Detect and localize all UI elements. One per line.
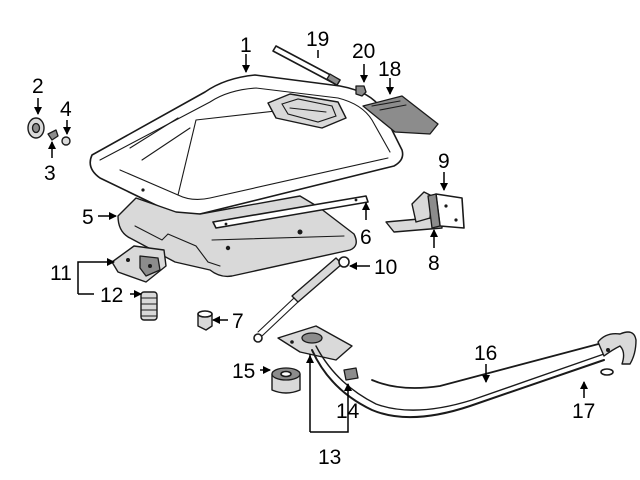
hood-panel: [89, 74, 404, 216]
release-handle: [597, 331, 637, 376]
callout-11: 11: [50, 262, 72, 285]
callout-labels: 1 2 3 4 5 6 7 8 9 10 11 12 13 14 15 16 1…: [32, 28, 595, 469]
hood-latch: [111, 245, 167, 283]
hood-insulator: [117, 195, 357, 278]
stop-bumper: [197, 310, 213, 331]
rubber-block: [271, 367, 301, 394]
callout-14: 14: [336, 400, 360, 423]
hinge: [385, 191, 465, 233]
callout-6: 6: [360, 226, 372, 249]
callout-12: 12: [100, 284, 123, 307]
callout-20: 20: [352, 40, 375, 63]
callout-10: 10: [374, 256, 397, 279]
callout-19: 19: [306, 28, 329, 51]
callout-5: 5: [82, 206, 94, 229]
cable-clip: [343, 367, 359, 381]
screw: [47, 129, 59, 141]
callout-1: 1: [240, 34, 252, 57]
callout-9: 9: [438, 150, 450, 173]
rod: [272, 45, 341, 86]
callout-15: 15: [232, 360, 255, 383]
leader-lines: [34, 50, 588, 433]
callout-7: 7: [232, 310, 244, 333]
spring: [140, 291, 158, 321]
callout-17: 17: [572, 400, 595, 423]
pad: [362, 95, 439, 135]
release-cable: [311, 341, 607, 419]
nut: [61, 136, 71, 146]
callout-3: 3: [44, 162, 56, 185]
latch-assembly: [277, 325, 353, 361]
bumper-stop: [27, 117, 45, 139]
callout-13: 13: [318, 446, 341, 469]
clip-small: [355, 85, 367, 97]
callout-18: 18: [378, 58, 401, 81]
callout-2: 2: [32, 75, 44, 98]
support-strut: [253, 256, 350, 343]
callout-4: 4: [60, 98, 72, 121]
callout-8: 8: [428, 252, 440, 275]
callout-16: 16: [474, 342, 497, 365]
